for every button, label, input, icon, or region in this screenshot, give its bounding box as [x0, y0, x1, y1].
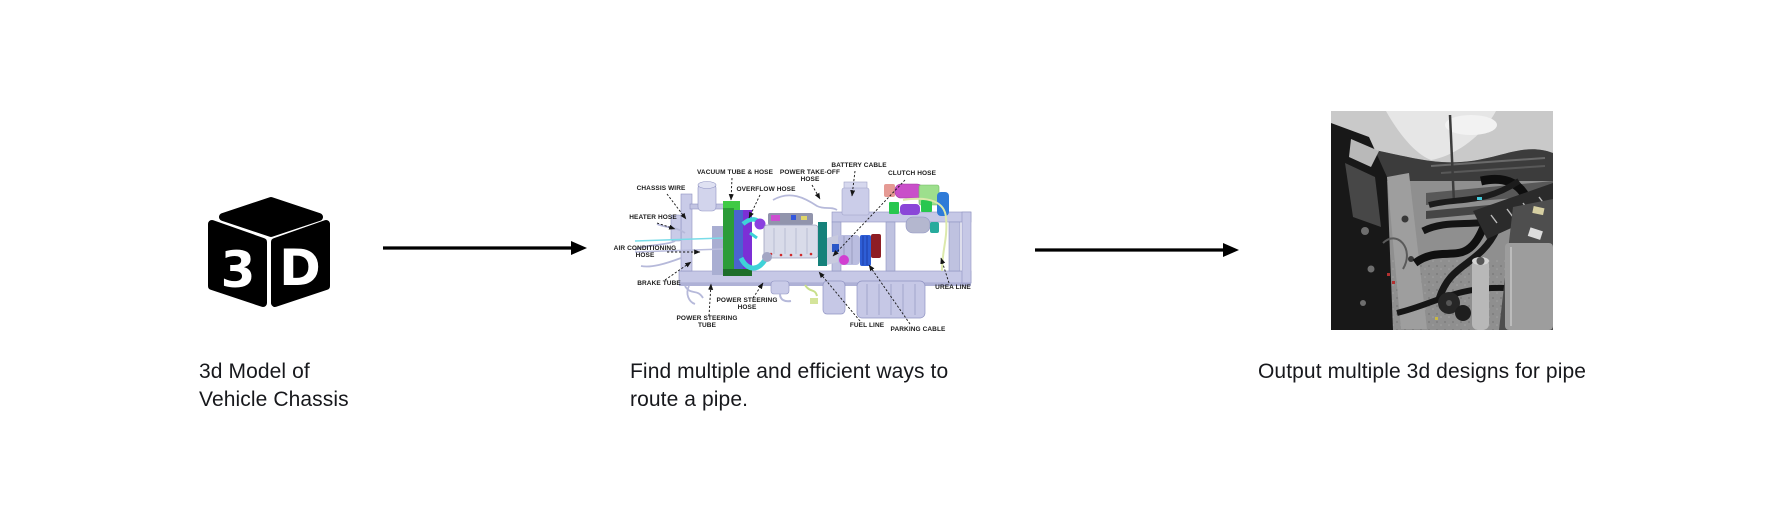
diagram-label-power-steering-tube: POWER STEERING TUBE	[676, 315, 738, 329]
step-process-caption: Find multiple and efficient ways to rout…	[630, 360, 949, 411]
diagram-label-urea-line: UREA LINE	[935, 284, 971, 291]
diagram-label-power-take-off-hose: POWER TAKE-OFF HOSE	[779, 169, 841, 183]
diagram-label-vacuum-tube-hose: VACUUM TUBE & HOSE	[696, 169, 774, 176]
engine-bay-photo	[1331, 111, 1553, 330]
diagram-label-brake-tube: BRAKE TUBE	[637, 280, 681, 287]
cube-face-right-text: D	[279, 239, 321, 297]
chassis-cad-illustration	[634, 170, 972, 325]
diagram-label-air-conditioning-hose: AIR CONDITIONING HOSE	[613, 245, 677, 259]
3d-cube-icon: 3 D	[208, 197, 330, 307]
cube-face-left-text: 3	[221, 241, 256, 299]
chassis-routing-diagram: CHASSIS WIRE VACUUM TUBE & HOSE OVERFLOW…	[605, 138, 995, 350]
diagram-label-parking-cable: PARKING CABLE	[890, 326, 946, 333]
step-input-caption: 3d Model of Vehicle Chassis	[199, 360, 349, 411]
flow-arrow-2	[1035, 243, 1239, 257]
diagram-label-chassis-wire: CHASSIS WIRE	[636, 185, 686, 192]
diagram-label-fuel-line: FUEL LINE	[849, 322, 885, 329]
diagram-label-overflow-hose: OVERFLOW HOSE	[736, 186, 796, 193]
diagram-label-power-steering-hose: POWER STEERING HOSE	[716, 297, 778, 311]
flow-arrow-1	[383, 241, 587, 255]
arrowhead-icon	[1223, 243, 1239, 257]
diagram-label-battery-cable: BATTERY CABLE	[831, 162, 887, 169]
diagram-label-clutch-hose: CLUTCH HOSE	[887, 170, 937, 177]
step-output-caption: Output multiple 3d designs for pipe	[1258, 360, 1587, 383]
diagram-label-heater-hose: HEATER HOSE	[629, 214, 677, 221]
arrowhead-icon	[571, 241, 587, 255]
